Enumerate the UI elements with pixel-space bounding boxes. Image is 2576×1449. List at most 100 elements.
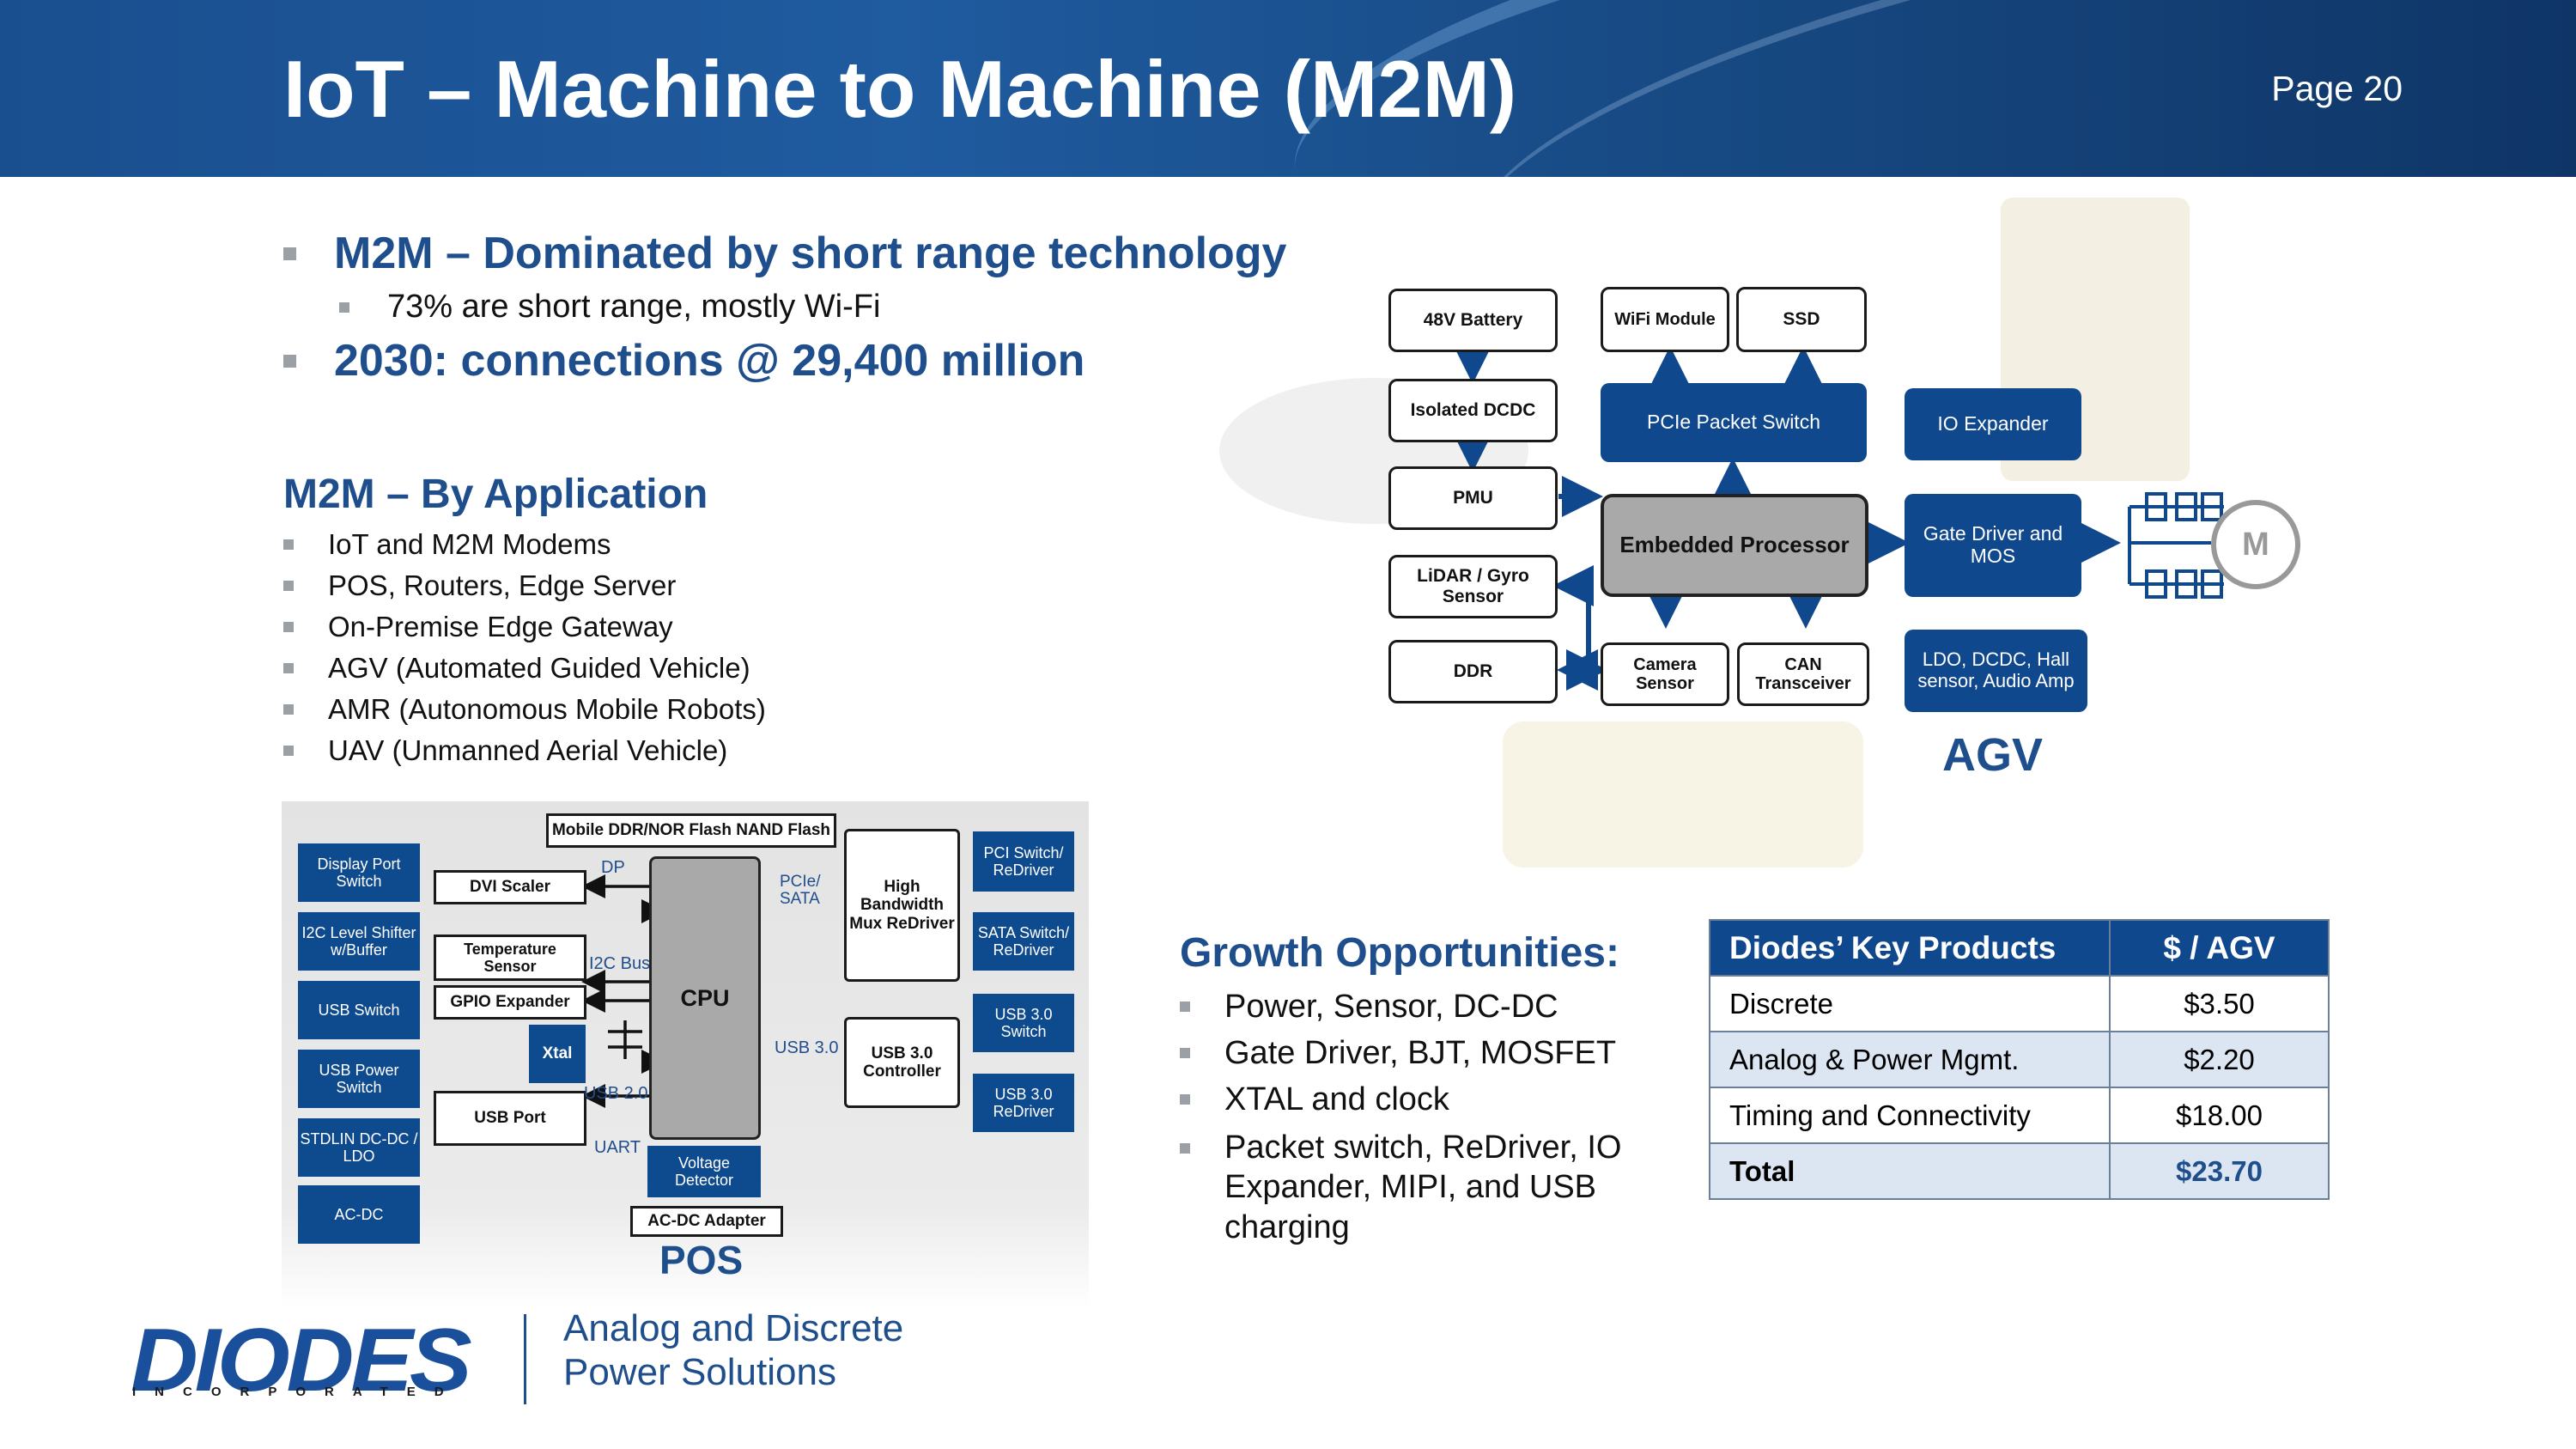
list-item: Gate Driver, BJT, MOSFET — [1180, 1030, 1678, 1076]
agv-io-expander: IO Expander — [1905, 388, 2081, 460]
agv-isolated-dcdc: Isolated DCDC — [1388, 379, 1558, 442]
pos-label-i2c: I2C Bus — [589, 954, 651, 973]
bullet-icon — [283, 581, 294, 591]
pos-voltage-detector: Voltage Detector — [647, 1146, 761, 1197]
agv-connectors — [1452, 343, 2224, 691]
bullet-icon — [283, 247, 296, 260]
list-item-text: AMR (Autonomous Mobile Robots) — [328, 693, 766, 725]
agv-gate-driver: Gate Driver and MOS — [1905, 494, 2081, 597]
list-item: AMR (Autonomous Mobile Robots) — [283, 689, 766, 730]
pos-label-pcie: PCIe/ SATA — [780, 873, 821, 908]
intro-bullet-2: 2030: connections @ 29,400 million — [283, 335, 1084, 387]
bullet-icon — [1180, 1002, 1190, 1012]
bullet-icon — [1180, 1143, 1190, 1154]
pos-left-box: STDLIN DC-DC / LDO — [298, 1118, 420, 1177]
intro-sub-bullet-text: 73% are short range, mostly Wi-Fi — [387, 289, 881, 325]
list-item: UAV (Unmanned Aerial Vehicle) — [283, 730, 766, 771]
pos-flash: Mobile DDR/NOR Flash NAND Flash — [546, 813, 836, 848]
pos-label-dp: DP — [601, 858, 625, 877]
pos-right-box: SATA Switch/ ReDriver — [973, 912, 1074, 971]
motor-icon: M — [2211, 500, 2300, 589]
pos-label-usb3: USB 3.0 — [775, 1038, 839, 1057]
agv-camera: Camera Sensor — [1601, 642, 1729, 706]
bullet-icon — [283, 354, 296, 368]
list-item: POS, Routers, Edge Server — [283, 565, 766, 606]
intro-bullet-1-text: M2M – Dominated by short range technolog… — [334, 228, 1287, 278]
pos-temp-sensor: Temperature Sensor — [434, 935, 586, 981]
agv-pcie-switch: PCIe Packet Switch — [1601, 383, 1867, 462]
list-item: Power, Sensor, DC-DC — [1180, 983, 1678, 1030]
table-cell: Discrete — [1709, 975, 2111, 1032]
pos-label-uart: UART — [594, 1138, 641, 1157]
agv-ldo: LDO, DCDC, Hall sensor, Audio Amp — [1905, 630, 2087, 712]
table-cell: Timing and Connectivity — [1709, 1087, 2111, 1144]
pos-gpio-expander: GPIO Expander — [434, 985, 586, 1020]
pos-acdc-adapter: AC-DC Adapter — [630, 1206, 783, 1237]
pos-hb-mux: High Bandwidth Mux ReDriver — [844, 829, 960, 982]
page-title: IoT – Machine to Machine (M2M) — [283, 44, 1517, 134]
diodes-logo: DIODES — [131, 1311, 472, 1410]
list-item-text: On-Premise Edge Gateway — [328, 611, 673, 642]
table-cell: $2.20 — [2109, 1031, 2330, 1088]
pos-left-box: AC-DC — [298, 1185, 420, 1244]
list-item-text: Packet switch, ReDriver, IO Expander, MI… — [1224, 1129, 1622, 1245]
agv-pmu: PMU — [1388, 466, 1558, 530]
agv-embedded-processor: Embedded Processor — [1601, 494, 1868, 597]
pos-left-box: Display Port Switch — [298, 843, 420, 902]
list-item: IoT and M2M Modems — [283, 524, 766, 565]
table-header: Diodes’ Key Products — [1709, 919, 2111, 977]
bullet-icon — [283, 539, 294, 550]
pos-cpu: CPU — [649, 856, 761, 1140]
pos-label-usb2: USB 2.0 — [584, 1084, 648, 1103]
footer-tagline-line2: Power Solutions — [563, 1350, 836, 1393]
table-header-row: Diodes’ Key Products $ / AGV — [1709, 919, 2330, 977]
pos-left-box: I2C Level Shifter w/Buffer — [298, 912, 420, 971]
growth-heading: Growth Opportunities: — [1180, 930, 1619, 976]
footer-tagline: Analog and Discrete Power Solutions — [563, 1307, 903, 1394]
by-application-list: IoT and M2M Modems POS, Routers, Edge Se… — [283, 524, 766, 771]
agv-label: AGV — [1942, 729, 2044, 781]
list-item: Packet switch, ReDriver, IO Expander, MI… — [1180, 1128, 1678, 1247]
list-item-text: AGV (Automated Guided Vehicle) — [328, 652, 750, 684]
by-application-heading: M2M – By Application — [283, 472, 708, 517]
list-item: AGV (Automated Guided Vehicle) — [283, 648, 766, 689]
key-products-table: Diodes’ Key Products $ / AGV Discrete $3… — [1709, 919, 2330, 1200]
table-row: Discrete $3.50 — [1709, 975, 2330, 1032]
pos-dvi-scaler: DVI Scaler — [434, 870, 586, 904]
table-cell: $23.70 — [2109, 1142, 2330, 1200]
agv-wifi: WiFi Module — [1601, 287, 1729, 352]
diodes-logo-sub: INCORPORATED — [132, 1385, 463, 1399]
table-cell: Analog & Power Mgmt. — [1709, 1031, 2111, 1088]
list-item: On-Premise Edge Gateway — [283, 606, 766, 648]
footer-divider — [524, 1314, 526, 1404]
pos-label: POS — [659, 1238, 744, 1282]
bullet-icon — [1180, 1094, 1190, 1105]
table-cell: Total — [1709, 1142, 2111, 1200]
footer-tagline-line1: Analog and Discrete — [563, 1307, 904, 1349]
pos-usb-port: USB Port — [434, 1091, 586, 1146]
pos-xtal: Xtal — [529, 1025, 586, 1083]
table-row: Timing and Connectivity $18.00 — [1709, 1087, 2330, 1144]
bullet-icon — [283, 704, 294, 715]
pos-right-box: PCI Switch/ ReDriver — [973, 831, 1074, 892]
list-item-text: Gate Driver, BJT, MOSFET — [1224, 1034, 1617, 1071]
agv-can: CAN Transceiver — [1737, 642, 1869, 706]
list-item-text: Power, Sensor, DC-DC — [1224, 988, 1558, 1025]
pos-left-box: USB Power Switch — [298, 1050, 420, 1108]
table-cell: $3.50 — [2109, 975, 2330, 1032]
intro-bullet-2-text: 2030: connections @ 29,400 million — [334, 336, 1085, 386]
pos-usb3-controller: USB 3.0 Controller — [844, 1017, 960, 1108]
pos-left-box: USB Switch — [298, 981, 420, 1039]
list-item-text: UAV (Unmanned Aerial Vehicle) — [328, 734, 728, 766]
bullet-icon — [1180, 1048, 1190, 1058]
table-row: Analog & Power Mgmt. $2.20 — [1709, 1031, 2330, 1088]
intro-sub-bullet: 73% are short range, mostly Wi-Fi — [339, 289, 880, 326]
intro-bullet-1: M2M – Dominated by short range technolog… — [283, 228, 1286, 279]
pos-right-box: USB 3.0 ReDriver — [973, 1074, 1074, 1132]
table-header: $ / AGV — [2109, 919, 2330, 977]
agv-lidar: LiDAR / Gyro Sensor — [1388, 555, 1558, 618]
agv-ddr: DDR — [1388, 640, 1558, 703]
agv-ssd: SSD — [1736, 287, 1867, 352]
list-item-text: IoT and M2M Modems — [328, 528, 611, 560]
table-cell: $18.00 — [2109, 1087, 2330, 1144]
